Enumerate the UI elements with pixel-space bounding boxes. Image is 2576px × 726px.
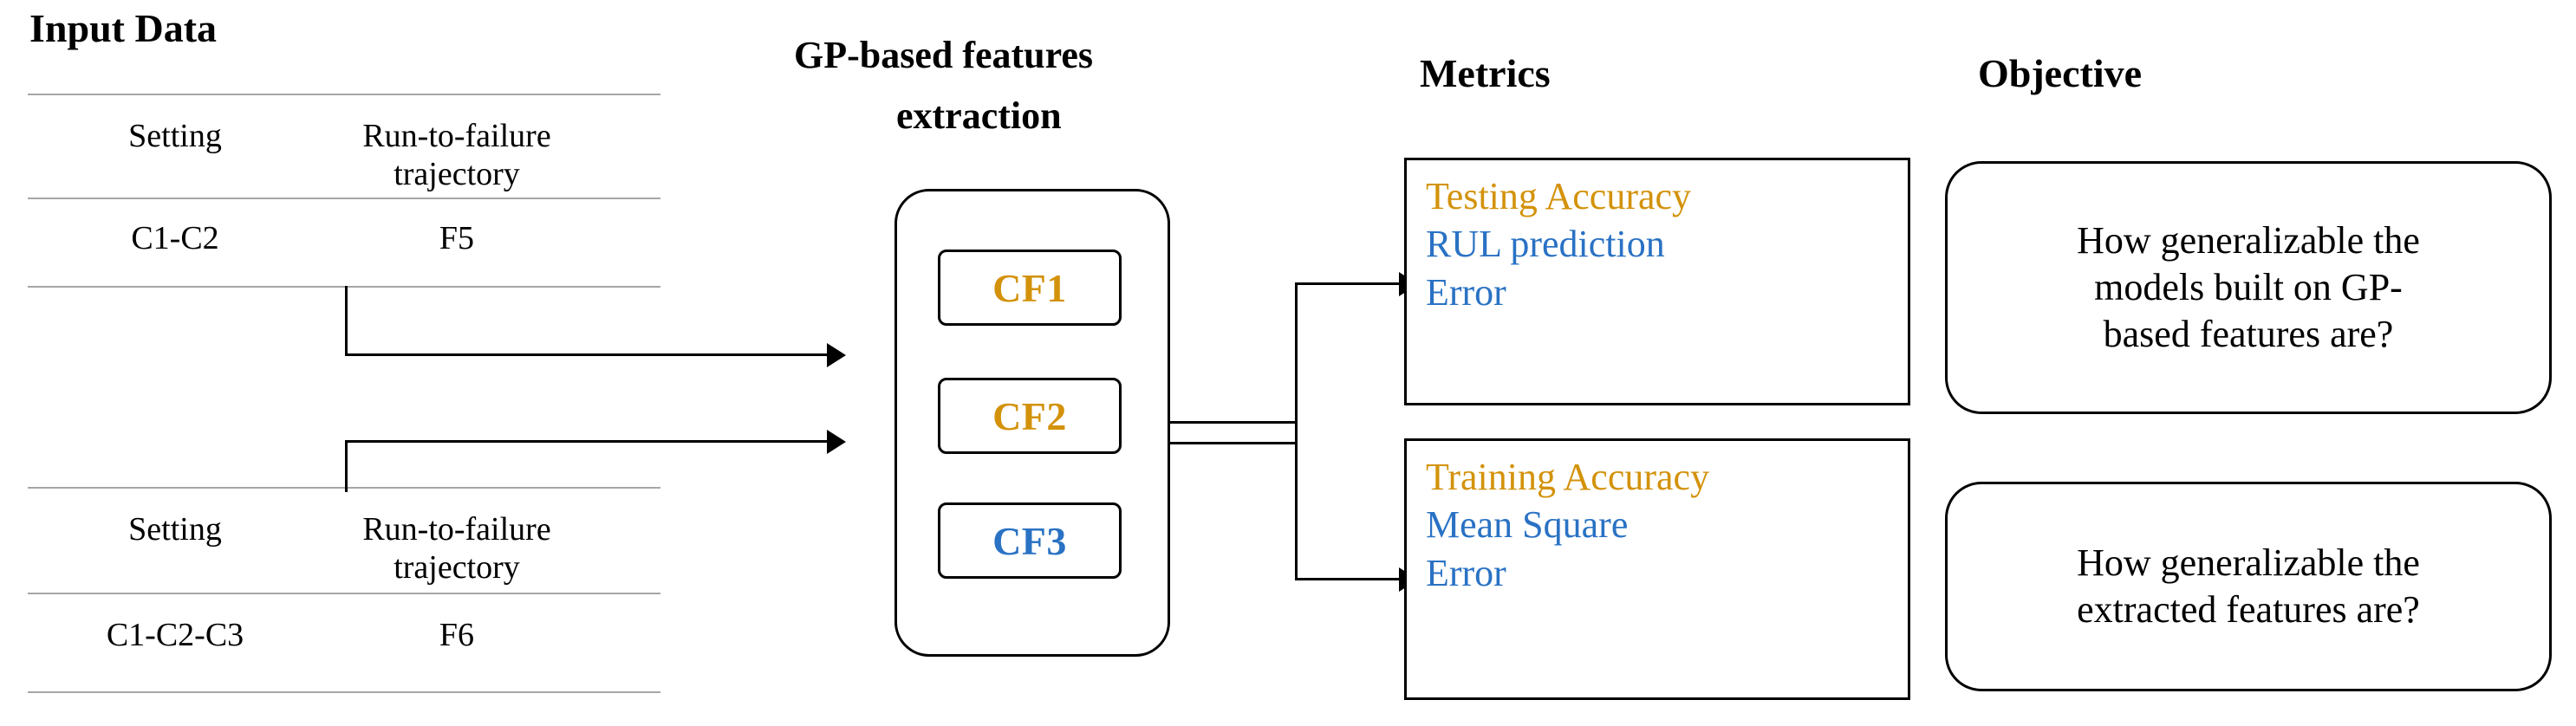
connector-gp-trunk-lower <box>1168 442 1297 444</box>
metrics-box-testing: Testing Accuracy RUL prediction Error <box>1404 158 1910 405</box>
objective-box-features: How generalizable the extracted features… <box>1945 482 2552 691</box>
input-table-top: Setting Run-to-failure trajectory C1-C2 … <box>28 94 660 293</box>
objective-models-line1: How generalizable the <box>2077 219 2420 263</box>
table-rule-header <box>28 198 660 199</box>
metric-line-rul-prediction: RUL prediction <box>1426 223 1665 266</box>
feature-box-cf2-label: CF2 <box>992 393 1067 438</box>
table-rule-top <box>28 94 660 95</box>
metric-line-mean-square: Mean Square <box>1426 503 1629 547</box>
table-header-trajectory-line1: Run-to-failure <box>362 511 551 548</box>
metrics-box-training: Training Accuracy Mean Square Error <box>1404 438 1910 700</box>
objective-text-features: How generalizable the extracted features… <box>2077 540 2420 632</box>
table-header-trajectory-line2: trajectory <box>394 549 520 586</box>
table-header-setting: Setting <box>128 118 222 154</box>
connector-bottom-horizontal <box>345 440 830 443</box>
page-title-gp-features-line2: extraction <box>896 94 1062 137</box>
feature-box-cf3-label: CF3 <box>992 518 1067 563</box>
table-rule-bottom <box>28 691 660 693</box>
feature-box-cf1[interactable]: CF1 <box>938 250 1122 326</box>
table-rule-bottom <box>28 286 660 288</box>
input-table-bottom: Setting Run-to-failure trajectory C1-C2-… <box>28 487 660 702</box>
table-cell-setting-value: C1-C2-C3 <box>106 617 244 653</box>
feature-box-cf1-label: CF1 <box>992 265 1067 310</box>
page-title-input-data: Input Data <box>29 6 218 50</box>
connector-gp-trunk <box>1168 421 1297 424</box>
objective-models-line2: models built on GP- <box>2094 266 2403 309</box>
table-rule-header <box>28 593 660 594</box>
metric-line-training-error: Error <box>1426 551 1506 594</box>
page-title-metrics: Metrics <box>1420 51 1551 95</box>
feature-box-cf3[interactable]: CF3 <box>938 502 1122 579</box>
table-rule-top <box>28 487 660 489</box>
table-header-trajectory-line1: Run-to-failure <box>362 118 551 154</box>
table-header-trajectory-line2: trajectory <box>394 156 520 192</box>
objective-features-line2: extracted features are? <box>2077 588 2420 631</box>
connector-top-vertical <box>345 286 348 355</box>
objective-box-models: How generalizable the models built on GP… <box>1945 161 2552 414</box>
connector-branch-top <box>1295 282 1404 285</box>
connector-bottom-vertical <box>345 440 348 492</box>
table-header-setting: Setting <box>128 511 222 548</box>
table-cell-setting-value: C1-C2 <box>131 220 219 256</box>
connector-bottom-arrowhead <box>827 430 846 454</box>
feature-box-cf2[interactable]: CF2 <box>938 378 1122 454</box>
page-title-gp-features-line1: GP-based features <box>794 34 1094 76</box>
page-title-objective: Objective <box>1978 51 2143 95</box>
table-cell-trajectory-value: F6 <box>439 617 475 653</box>
connector-split-vertical <box>1295 282 1298 580</box>
objective-text-models: How generalizable the models built on GP… <box>2077 217 2420 357</box>
objective-models-line3: based features are? <box>2103 312 2394 355</box>
metric-line-testing-accuracy: Testing Accuracy <box>1426 175 1692 217</box>
connector-branch-bottom <box>1295 578 1404 580</box>
objective-features-line1: How generalizable the <box>2077 541 2420 585</box>
metric-line-training-accuracy: Training Accuracy <box>1426 456 1710 498</box>
connector-top-horizontal <box>345 353 830 356</box>
connector-top-arrowhead <box>827 343 846 367</box>
table-cell-trajectory-value: F5 <box>439 220 475 256</box>
metric-line-testing-error: Error <box>1426 270 1506 314</box>
